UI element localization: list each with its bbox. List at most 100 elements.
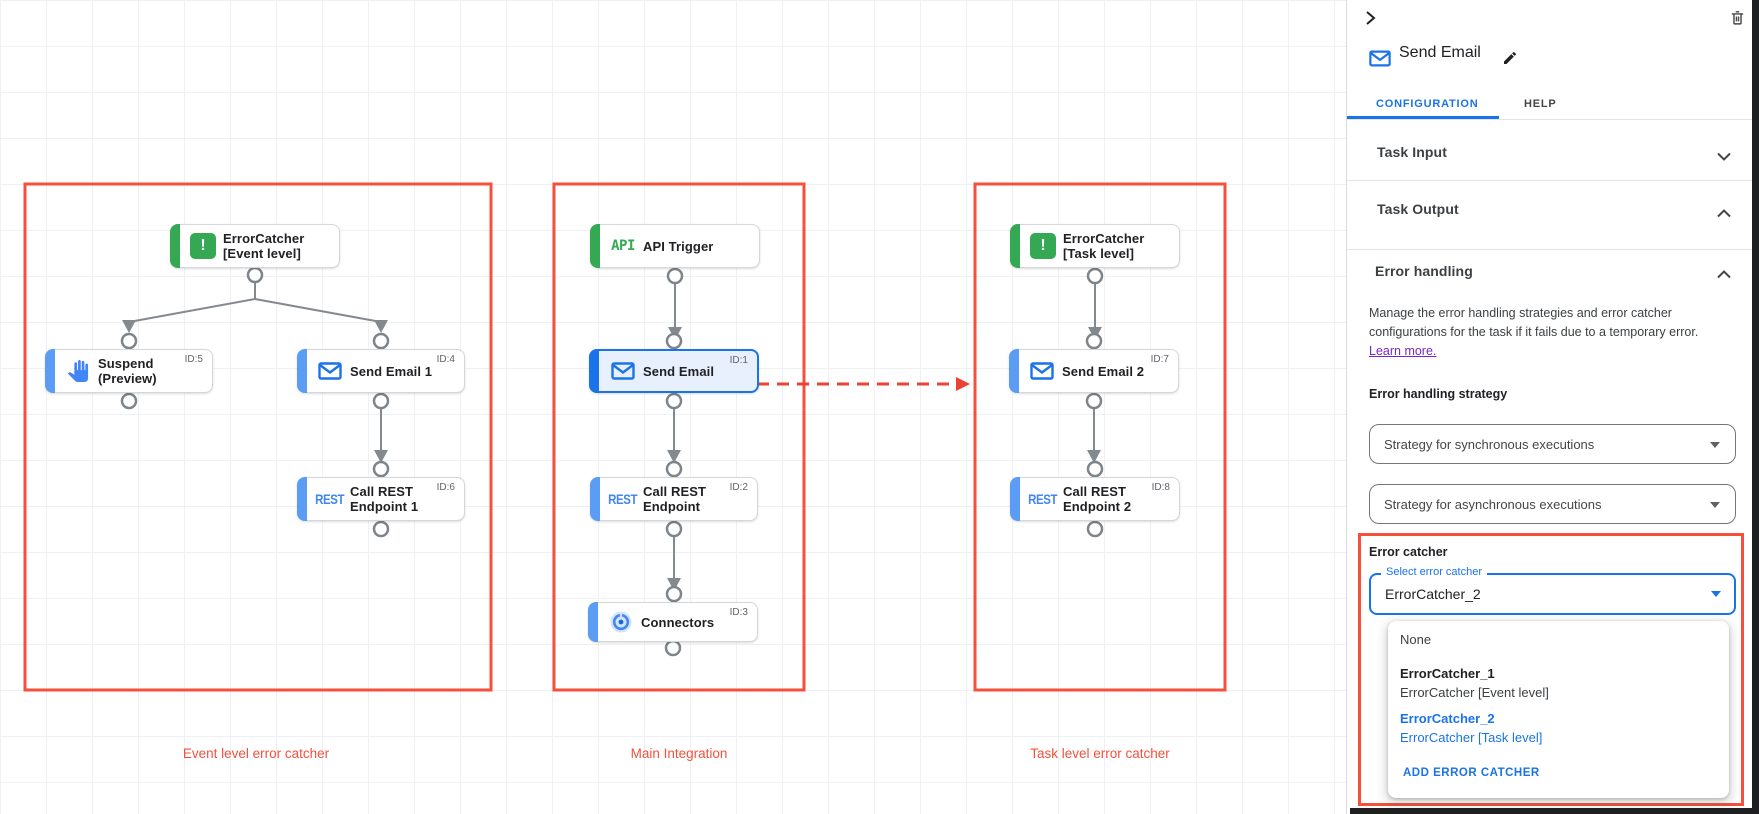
- node-id-badge: ID:4: [436, 354, 455, 365]
- node-send-email-1[interactable]: Send Email 1 ID:4: [297, 349, 465, 393]
- divider: [1347, 119, 1759, 120]
- section-task-input[interactable]: Task Input: [1377, 144, 1447, 160]
- rename-task-button[interactable]: [1501, 50, 1519, 68]
- section-error-handling[interactable]: Error handling: [1375, 263, 1473, 279]
- node-accent-bar: [590, 477, 600, 521]
- error-catcher-icon: !: [183, 233, 223, 259]
- sync-strategy-select[interactable]: Strategy for synchronous executions: [1369, 424, 1736, 464]
- node-accent-bar: [589, 349, 599, 393]
- node-label: Send Email 1: [350, 363, 433, 379]
- tab-configuration[interactable]: CONFIGURATION: [1376, 98, 1479, 110]
- node-send-email-2[interactable]: Send Email 2 ID:7: [1009, 349, 1179, 393]
- task-config-panel: Send Email CONFIGURATION HELP Task Input…: [1346, 0, 1759, 814]
- panel-vertical-scrollbar[interactable]: [1752, 0, 1759, 814]
- error-catcher-selected-value: ErrorCatcher_2: [1385, 586, 1481, 602]
- node-id-badge: ID:3: [729, 607, 748, 618]
- node-id-badge: ID:2: [729, 482, 748, 493]
- node-id-badge: ID:7: [1150, 354, 1169, 365]
- node-suspend[interactable]: Suspend(Preview) ID:5: [45, 349, 213, 393]
- rest-icon: REST: [608, 491, 638, 507]
- error-handling-description: Manage the error handling strategies and…: [1369, 306, 1699, 358]
- menu-option-errorcatcher-2[interactable]: ErrorCatcher_2: [1400, 711, 1495, 726]
- flow-edges-layer: [23, 182, 1227, 692]
- group-box-task-level: [973, 182, 1227, 692]
- menu-option-errorcatcher-1[interactable]: ErrorCatcher_1: [1400, 666, 1495, 681]
- trash-icon: [1731, 11, 1743, 25]
- mail-icon: [1022, 362, 1062, 380]
- node-accent-bar: [1010, 477, 1020, 521]
- edge-lines: [128, 282, 1096, 580]
- pencil-icon: [1504, 51, 1517, 64]
- add-error-catcher-button[interactable]: ADD ERROR CATCHER: [1403, 767, 1540, 779]
- group-label-task-level: Task level error catcher: [1030, 746, 1170, 761]
- node-errorcatcher-task-level[interactable]: ! ErrorCatcher[Task level]: [1010, 224, 1180, 268]
- chevron-down-icon[interactable]: [1717, 148, 1731, 166]
- sync-strategy-value: Strategy for synchronous executions: [1384, 436, 1595, 452]
- node-id-badge: ID:1: [729, 355, 748, 366]
- collapse-panel-button[interactable]: [1359, 8, 1381, 30]
- group-label-event-level: Event level error catcher: [182, 746, 330, 761]
- mail-icon: [603, 362, 643, 380]
- chevron-up-icon[interactable]: [1717, 205, 1731, 223]
- error-catcher-select[interactable]: Select error catcher ErrorCatcher_2: [1369, 566, 1736, 615]
- section-task-output[interactable]: Task Output: [1377, 201, 1459, 217]
- integration-canvas[interactable]: ! ErrorCatcher[Event level] Suspend(Prev…: [0, 0, 1346, 814]
- group-box-event-level: [23, 182, 493, 692]
- node-api-trigger[interactable]: API API Trigger: [590, 224, 760, 268]
- node-errorcatcher-event-level[interactable]: ! ErrorCatcher[Event level]: [170, 224, 340, 268]
- hand-icon: [58, 360, 98, 382]
- node-label: Connectors: [641, 614, 715, 630]
- node-accent-bar: [1010, 224, 1020, 268]
- node-accent-bar: [590, 224, 600, 268]
- error-catcher-highlight-box: [1358, 533, 1744, 806]
- node-accent-bar: [45, 349, 55, 393]
- node-label: API Trigger: [643, 238, 714, 254]
- mail-icon: [1369, 50, 1391, 72]
- node-send-email-selected[interactable]: Send Email ID:1: [589, 349, 759, 393]
- active-tab-underline: [1347, 116, 1499, 119]
- node-id-badge: ID:6: [436, 482, 455, 493]
- node-id-badge: ID:5: [184, 354, 203, 365]
- api-trigger-icon: API: [611, 238, 635, 254]
- chevron-right-icon: [1366, 10, 1376, 25]
- group-box-main-integration: [552, 182, 806, 692]
- node-connectors[interactable]: Connectors ID:3: [588, 602, 758, 642]
- dropdown-caret-icon: [1710, 442, 1720, 448]
- rest-icon: REST: [1028, 491, 1058, 507]
- dropdown-caret-icon: [1710, 502, 1720, 508]
- error-catcher-icon: !: [1023, 233, 1063, 259]
- dropdown-caret-icon: [1711, 591, 1721, 597]
- panel-title: Send Email: [1399, 44, 1481, 61]
- error-handling-strategy-label: Error handling strategy: [1369, 387, 1508, 401]
- menu-option-none[interactable]: None: [1400, 632, 1432, 647]
- connectors-icon: [601, 610, 641, 634]
- node-label: Send Email 2: [1062, 363, 1145, 379]
- async-strategy-value: Strategy for asynchronous executions: [1384, 496, 1602, 512]
- node-ports: [120, 266, 1104, 657]
- mail-icon: [310, 362, 350, 380]
- tab-help[interactable]: HELP: [1524, 98, 1557, 110]
- node-accent-bar: [297, 477, 307, 521]
- panel-horizontal-scrollbar[interactable]: [1350, 808, 1752, 814]
- error-catcher-dropdown-menu: None ErrorCatcher_1 ErrorCatcher [Event …: [1388, 621, 1729, 798]
- chevron-up-icon[interactable]: [1717, 266, 1731, 284]
- rest-icon: REST: [315, 491, 345, 507]
- node-label: Suspend(Preview): [98, 356, 157, 386]
- node-accent-bar: [1009, 349, 1019, 393]
- divider: [1347, 249, 1759, 250]
- learn-more-link[interactable]: Learn more.: [1369, 344, 1437, 358]
- node-label: ErrorCatcher[Task level]: [1063, 231, 1145, 261]
- async-strategy-select[interactable]: Strategy for asynchronous executions: [1369, 484, 1736, 524]
- menu-option-errorcatcher-2-desc[interactable]: ErrorCatcher [Task level]: [1400, 730, 1543, 745]
- menu-option-errorcatcher-1-desc[interactable]: ErrorCatcher [Event level]: [1400, 685, 1549, 700]
- node-label: Send Email: [643, 363, 715, 379]
- delete-task-button[interactable]: [1727, 8, 1747, 30]
- group-label-main-integration: Main Integration: [630, 746, 728, 761]
- node-label: ErrorCatcher[Event level]: [223, 231, 305, 261]
